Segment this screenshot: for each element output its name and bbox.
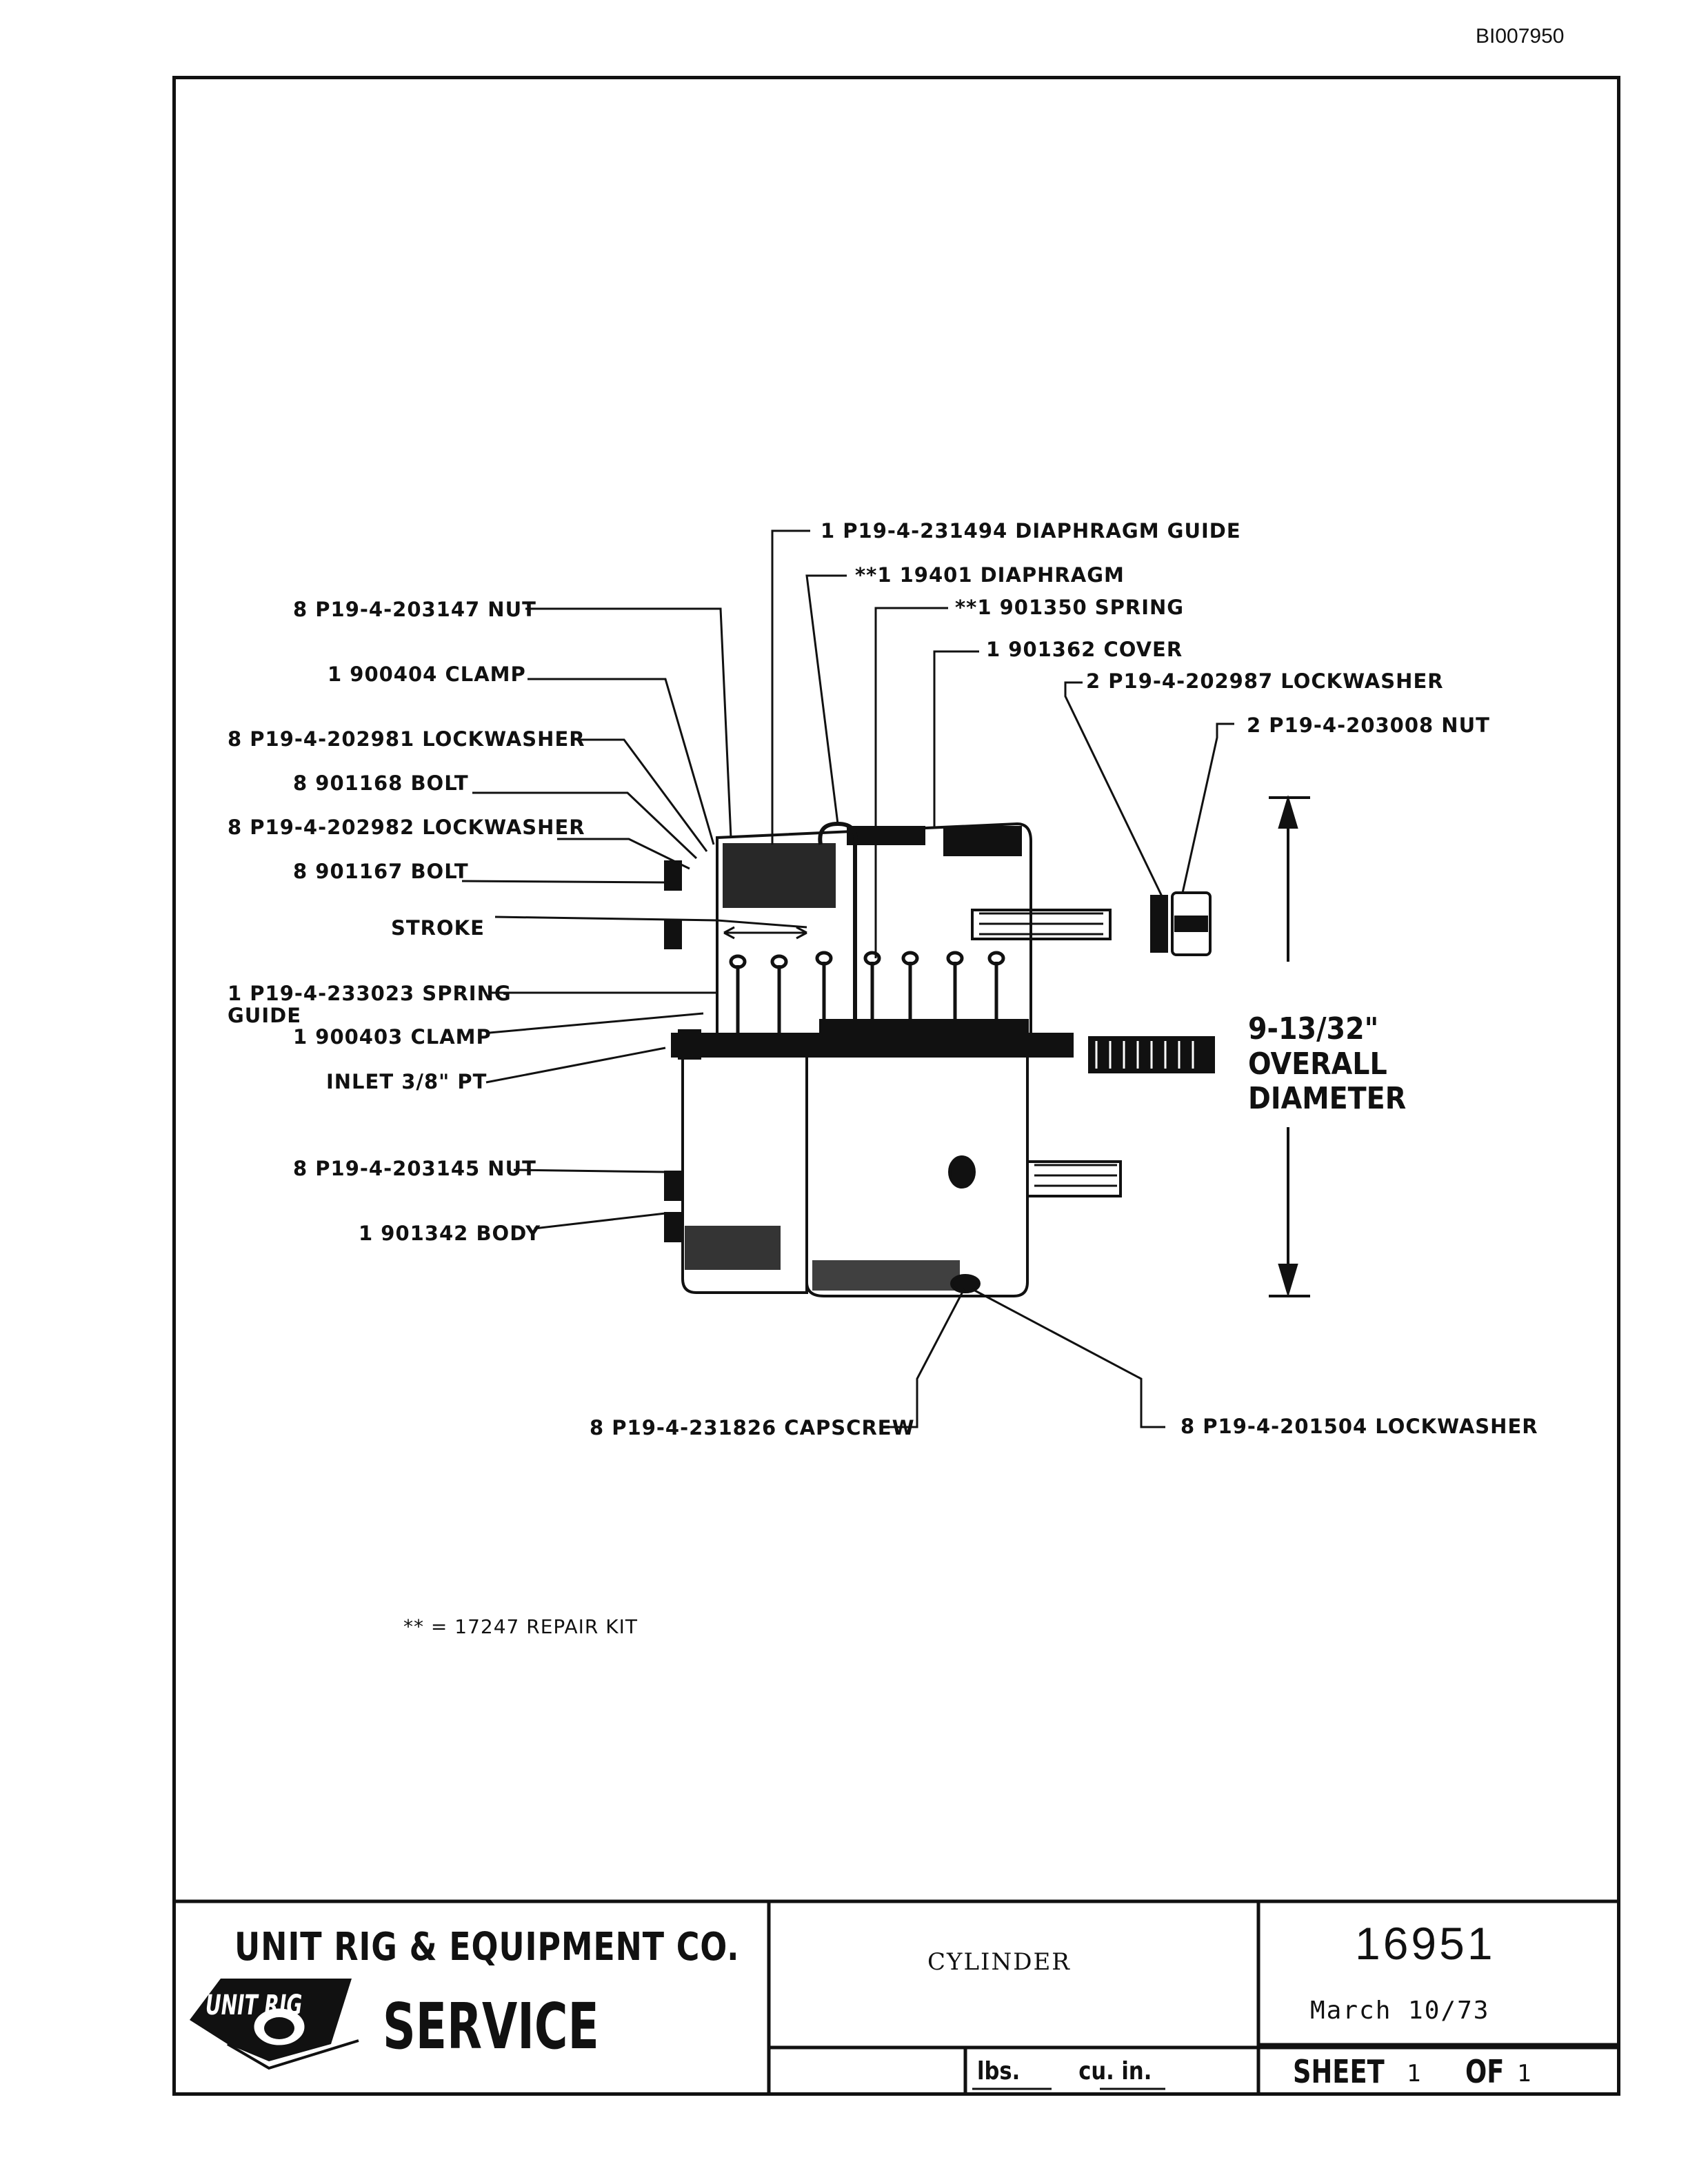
volume-unit-label: cu. in. — [1078, 2057, 1152, 2085]
sheet-total: 1 — [1517, 2060, 1531, 2087]
part-title: CYLINDER — [927, 1948, 1071, 1976]
unit-rig-logo — [190, 1979, 359, 2070]
callout-cover: 1 901362 COVER — [986, 638, 1183, 661]
callout-spring-guide-line2: GUIDE — [228, 1004, 302, 1027]
title-block: UNIT RIG & EQUIPMENT CO. UNIT RIG SERVIC… — [172, 1900, 1620, 2096]
callout-nut-203147: 8 P19-4-203147 NUT — [293, 598, 536, 621]
weight-volume-field: lbs. cu. in. — [907, 2057, 1152, 2085]
callout-lockwasher-202981: 8 P19-4-202981 LOCKWASHER — [228, 727, 585, 751]
callout-lockwasher-202982: 8 P19-4-202982 LOCKWASHER — [228, 816, 585, 839]
callout-body: 1 901342 BODY — [359, 1222, 541, 1245]
callout-inlet: INLET 3/8" PT — [326, 1070, 488, 1093]
callout-stroke: STROKE — [391, 916, 485, 940]
upper-stud — [971, 909, 1112, 940]
callout-lockwasher-201504: 8 P19-4-201504 LOCKWASHER — [1180, 1415, 1538, 1438]
weight-unit-label: lbs. — [977, 2057, 1021, 2085]
callout-capscrew: 8 P19-4-231826 CAPSCREW — [590, 1416, 915, 1439]
callout-nut-203145: 8 P19-4-203145 NUT — [293, 1157, 536, 1180]
callout-diaphragm-guide: 1 P19-4-231494 DIAPHRAGM GUIDE — [821, 519, 1241, 543]
callout-spring: **1 901350 SPRING — [955, 596, 1185, 619]
lower-stud — [1026, 1160, 1122, 1197]
clamp-band — [671, 1033, 1074, 1058]
exploded-lockwasher — [1150, 895, 1168, 953]
drawing-number: 16951 — [1355, 1918, 1496, 1969]
drawing-frame — [172, 76, 1620, 2096]
repair-kit-note: ** = 17247 REPAIR KIT — [403, 1615, 638, 1638]
callout-lockwasher-202987: 2 P19-4-202987 LOCKWASHER — [1086, 669, 1444, 693]
dimension-label-diameter: DIAMETER — [1248, 1081, 1407, 1117]
callout-bolt-901168: 8 901168 BOLT — [293, 771, 469, 795]
callout-spring-guide: 1 P19-4-233023 SPRING — [228, 982, 512, 1005]
callout-nut-203008: 2 P19-4-203008 NUT — [1247, 714, 1490, 737]
dimension-label-overall: OVERALL — [1248, 1046, 1387, 1082]
callout-clamp-900403: 1 900403 CLAMP — [293, 1025, 492, 1049]
overall-diameter-dimension: 9-13/32" OVERALL DIAMETER — [1248, 1011, 1407, 1117]
cover-housing — [716, 822, 1032, 1039]
callout-diaphragm: **1 19401 DIAPHRAGM — [855, 563, 1125, 587]
body-housing — [681, 1053, 808, 1294]
company-name: UNIT RIG & EQUIPMENT CO. — [234, 1925, 740, 1970]
drawing-date: March 10/73 — [1310, 1996, 1490, 2025]
spring-coils — [729, 951, 1005, 1034]
dimension-value: 9-13/32" — [1248, 1011, 1379, 1046]
callout-bolt-901167: 8 901167 BOLT — [293, 860, 469, 883]
document-id: BI007950 — [1476, 25, 1565, 48]
body-front — [805, 1053, 1029, 1297]
sheet-number: 1 — [1407, 2060, 1421, 2087]
exploded-nut — [1171, 891, 1212, 956]
of-label: OF — [1465, 2053, 1505, 2090]
logo-text: UNIT RIG — [205, 1990, 303, 2021]
service-label: SERVICE — [383, 1990, 599, 2063]
callout-clamp-900404: 1 900404 CLAMP — [328, 663, 526, 686]
sheet-label: SHEET — [1293, 2053, 1385, 2090]
